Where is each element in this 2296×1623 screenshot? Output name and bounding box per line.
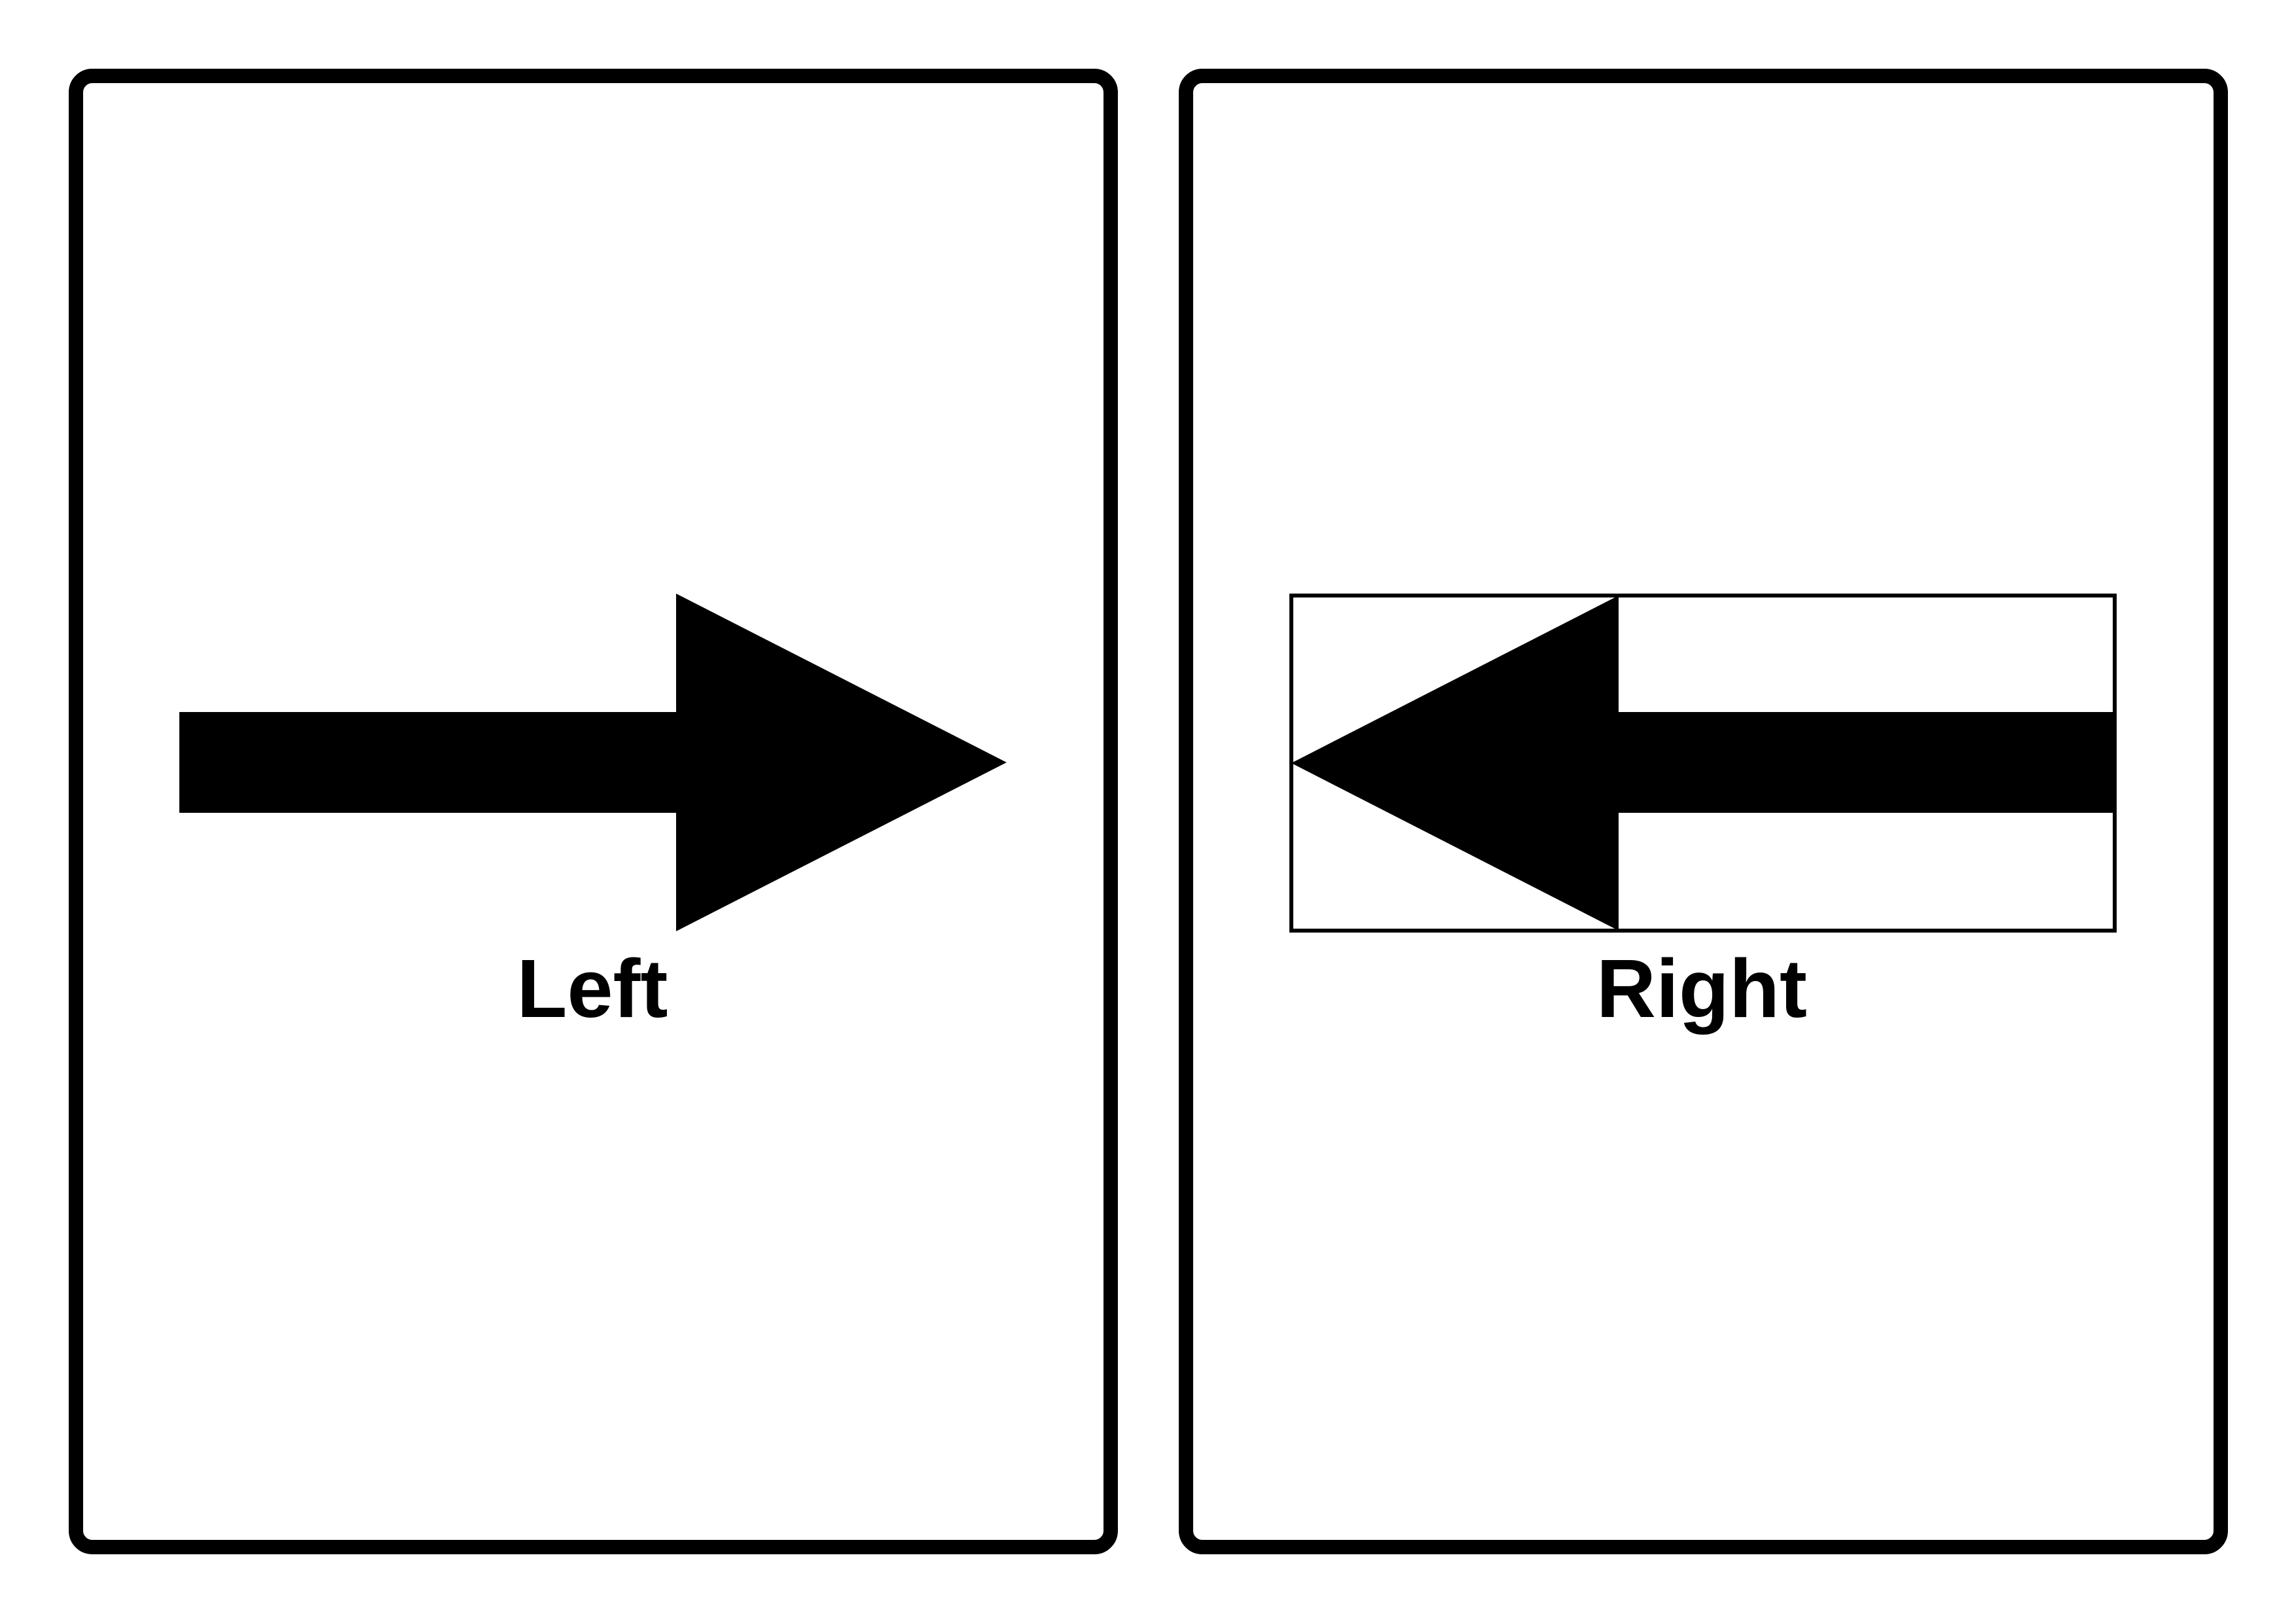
arrow-right-icon (179, 594, 1007, 931)
right-card-label: Right (1596, 942, 1807, 1035)
left-card-label: Left (516, 942, 668, 1035)
arrow-left-icon (1291, 596, 2115, 931)
